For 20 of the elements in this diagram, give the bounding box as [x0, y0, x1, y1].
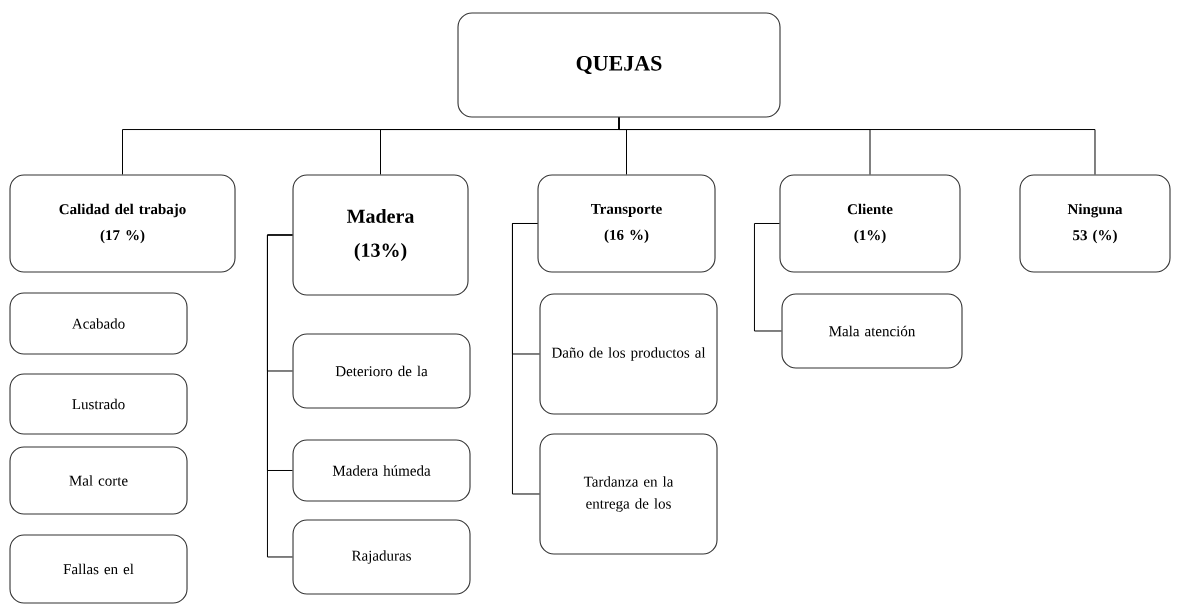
cause-box: Mal corte: [9, 446, 188, 515]
cause-box: Lustrado: [9, 373, 188, 435]
category-box: Cliente (1%): [779, 174, 961, 273]
title-box: QUEJAS: [457, 12, 781, 118]
cause-box: Mala atención: [781, 293, 963, 369]
cause-box: Acabado: [9, 292, 188, 355]
cause-box: Daño de los productos al: [539, 293, 718, 415]
connector-line: [618, 117, 1096, 175]
cause-box: Tardanza en la entrega de los: [539, 433, 718, 555]
cause-box: Fallas en el: [9, 534, 188, 604]
connector-line: [753, 223, 782, 332]
category-box: Transporte (16 %): [537, 174, 716, 273]
cause-box: Deterioro de la: [292, 333, 471, 409]
cause-box: Rajaduras: [292, 519, 471, 595]
category-box: Calidad del trabajo (17 %): [9, 174, 236, 273]
category-box: Ninguna 53 (%): [1019, 174, 1171, 273]
category-box: Madera (13%): [292, 174, 469, 296]
connector-line: [511, 223, 540, 495]
connector-line: [266, 234, 293, 558]
cause-box: Madera húmeda: [292, 439, 471, 502]
